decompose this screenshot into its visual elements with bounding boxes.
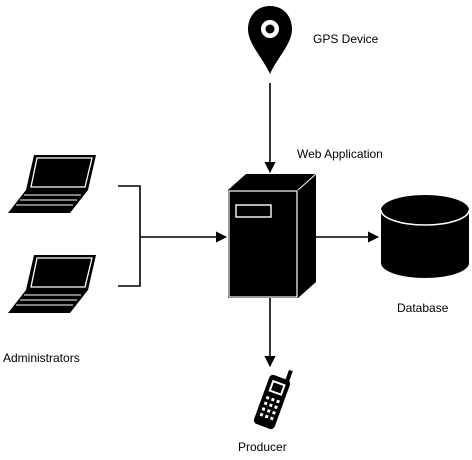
gps-pin-icon: [248, 6, 292, 74]
administrators-bracket: [118, 185, 141, 287]
producer-label: Producer: [238, 440, 287, 454]
server-tower-icon: [228, 173, 317, 298]
gps-device-label: GPS Device: [313, 32, 379, 46]
administrators-label: Administrators: [3, 351, 80, 365]
mobile-phone-icon: [253, 369, 293, 430]
laptop-bottom-icon: [8, 255, 96, 313]
database-cylinder-icon: [380, 195, 470, 278]
web-application-label: Web Application: [297, 147, 383, 161]
database-label: Database: [397, 301, 449, 315]
laptop-top-icon: [8, 155, 96, 213]
